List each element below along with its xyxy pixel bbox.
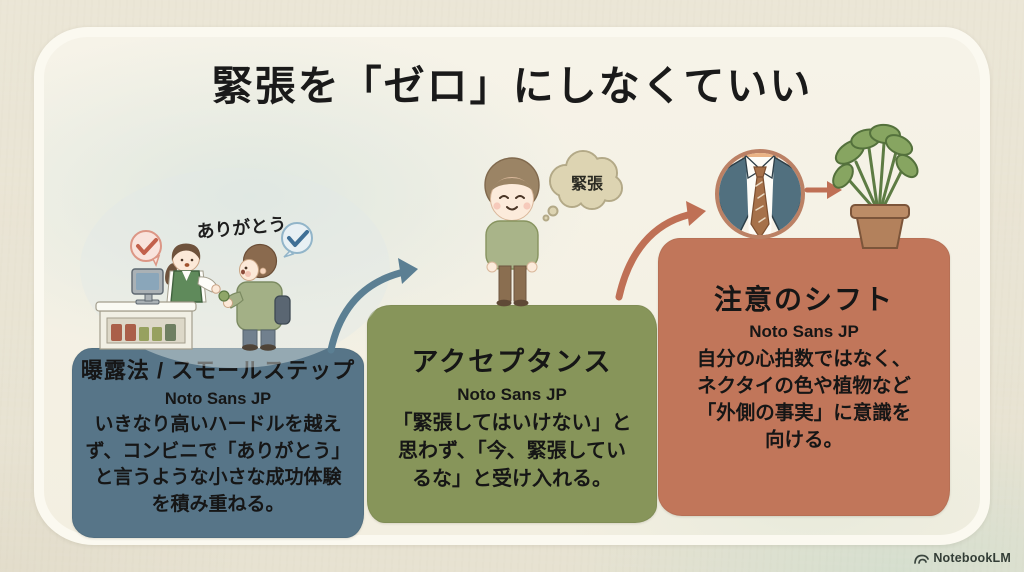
step-box-exposure: 曝露法 / スモールステップ Noto Sans JP いきなり高いハードルを越… [72, 348, 364, 538]
step-body: いきなり高いハードルを越え ず、コンビニで「ありがとう」 と言うような小さな成功… [85, 414, 351, 515]
step-title: 注意のシフト [713, 284, 894, 315]
step-body: 自分の心拍数ではなく、 ネクタイの色や植物など 「外側の事実」に意識を 向ける。 [696, 348, 912, 451]
step-title: 曝露法 / スモールステップ [80, 358, 356, 383]
watermark-label: NotebookLM [933, 551, 1011, 565]
step-font-label: Noto Sans JP [164, 390, 272, 408]
notebooklm-logo-icon [914, 554, 930, 564]
step-box-attention-shift: 注意のシフト Noto Sans JP 自分の心拍数ではなく、 ネクタイの色や植… [658, 238, 950, 516]
watermark: NotebookLM [914, 551, 1011, 565]
step-title: アクセプタンス [411, 347, 613, 377]
step-font-label: Noto Sans JP [749, 322, 859, 341]
step-box-acceptance: アクセプタンス Noto Sans JP 「緊張してはいけない」と 思わず、「今… [367, 305, 657, 523]
step-body: 「緊張してはいけない」と 思わず、「今、緊張してい るな」と受け入れる。 [392, 412, 632, 490]
slide-title: 緊張を「ゼロ」にしなくていい [211, 63, 813, 109]
step-font-label: Noto Sans JP [457, 385, 567, 404]
